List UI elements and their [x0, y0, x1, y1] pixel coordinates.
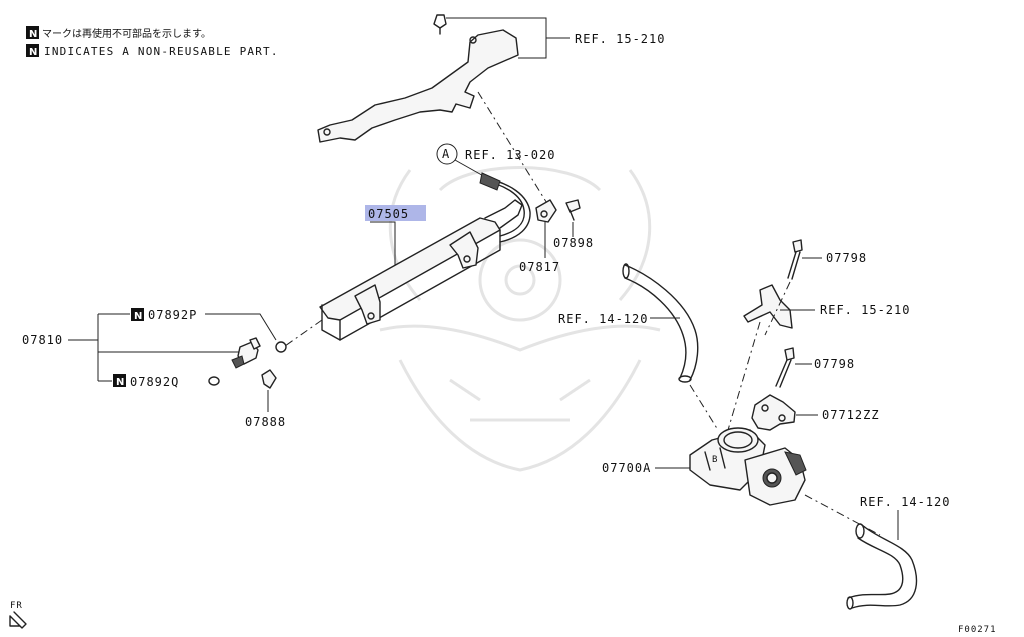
circle-a-marker[interactable]: [436, 143, 458, 165]
throttle-body: B: [689, 427, 807, 506]
non-reusable-badge-07892p: [131, 308, 144, 321]
circle-a-letter: A: [442, 147, 450, 161]
front-arrow-icon: [9, 611, 27, 629]
part-07888-clip: [261, 369, 277, 389]
watermark-logo: [379, 166, 661, 472]
ref-15-210-top-label[interactable]: REF. 15-210: [575, 32, 665, 46]
centerline-bolt-top: [764, 281, 791, 336]
non-reusable-badge-07892q: [113, 374, 126, 387]
badge-text-07892q: N: [116, 377, 124, 388]
part-07810-label[interactable]: 07810: [22, 333, 63, 347]
part-07798-bolt-mid: [775, 347, 795, 388]
ref-14-120-mid-label[interactable]: REF. 14-120: [558, 312, 648, 326]
part-07892q-oring: [208, 376, 220, 386]
figure-code: F00271: [958, 625, 997, 635]
leader-ref-15-210-top: [446, 17, 570, 59]
ref-13-020-label[interactable]: REF. 13-020: [465, 148, 555, 162]
part-07505-label[interactable]: 07505: [368, 207, 409, 221]
part-07798-bolt-top: [787, 239, 803, 280]
svg-text:N: N: [29, 47, 37, 58]
bracket-mid: [743, 284, 793, 329]
svg-text:N: N: [29, 29, 37, 40]
part-07712zz-label[interactable]: 07712ZZ: [822, 408, 880, 422]
hose-upper: [622, 263, 699, 383]
part-07505-highlight: [365, 205, 426, 221]
part-07817-clip: [535, 199, 557, 223]
part-07892p-label[interactable]: 07892P: [148, 308, 197, 322]
bracket-top: [317, 14, 519, 143]
svg-text:B: B: [712, 455, 718, 465]
front-indicator-label: FR: [10, 601, 23, 611]
leader-07810: [68, 313, 240, 382]
svg-text:INDICATES A NON-REUSABLE PART.: INDICATES A NON-REUSABLE PART.: [44, 45, 279, 58]
part-07700a-label[interactable]: 07700A: [602, 461, 651, 475]
part-07898-label[interactable]: 07898: [553, 236, 594, 250]
part-07888-label[interactable]: 07888: [245, 415, 286, 429]
centerline-bracket: [477, 91, 549, 206]
part-07892p-oring: [275, 341, 287, 353]
centerline-hose: [689, 384, 719, 431]
fuel-rail-pipe: [319, 172, 531, 341]
part-07898-bolt: [565, 199, 581, 221]
centerline-bracket-mid: [727, 321, 761, 431]
non-reusable-note-en: N INDICATES A NON-REUSABLE PART.: [26, 44, 279, 58]
part-07817-label[interactable]: 07817: [519, 260, 560, 274]
centerline-injector: [284, 319, 323, 347]
ref-14-120-bottom-label[interactable]: REF. 14-120: [860, 495, 950, 509]
svg-text:マークは再使用不可部品を示します。: マークは再使用不可部品を示します。: [42, 27, 211, 40]
leader-07892p: [205, 313, 277, 341]
part-07798-mid-label[interactable]: 07798: [814, 357, 855, 371]
non-reusable-note-jp: N マークは再使用不可部品を示します。: [26, 26, 211, 40]
leader-07505: [370, 221, 396, 265]
fuel-injector: [231, 337, 261, 369]
badge-text-07892p: N: [134, 311, 142, 322]
ref-15-210-mid-label[interactable]: REF. 15-210: [820, 303, 910, 317]
part-07712zz-bracket: [751, 394, 796, 431]
centerline-lower-hose: [804, 494, 881, 536]
part-07798-top-label[interactable]: 07798: [826, 251, 867, 265]
part-07892q-label[interactable]: 07892Q: [130, 375, 179, 389]
hose-lower: [846, 523, 918, 610]
